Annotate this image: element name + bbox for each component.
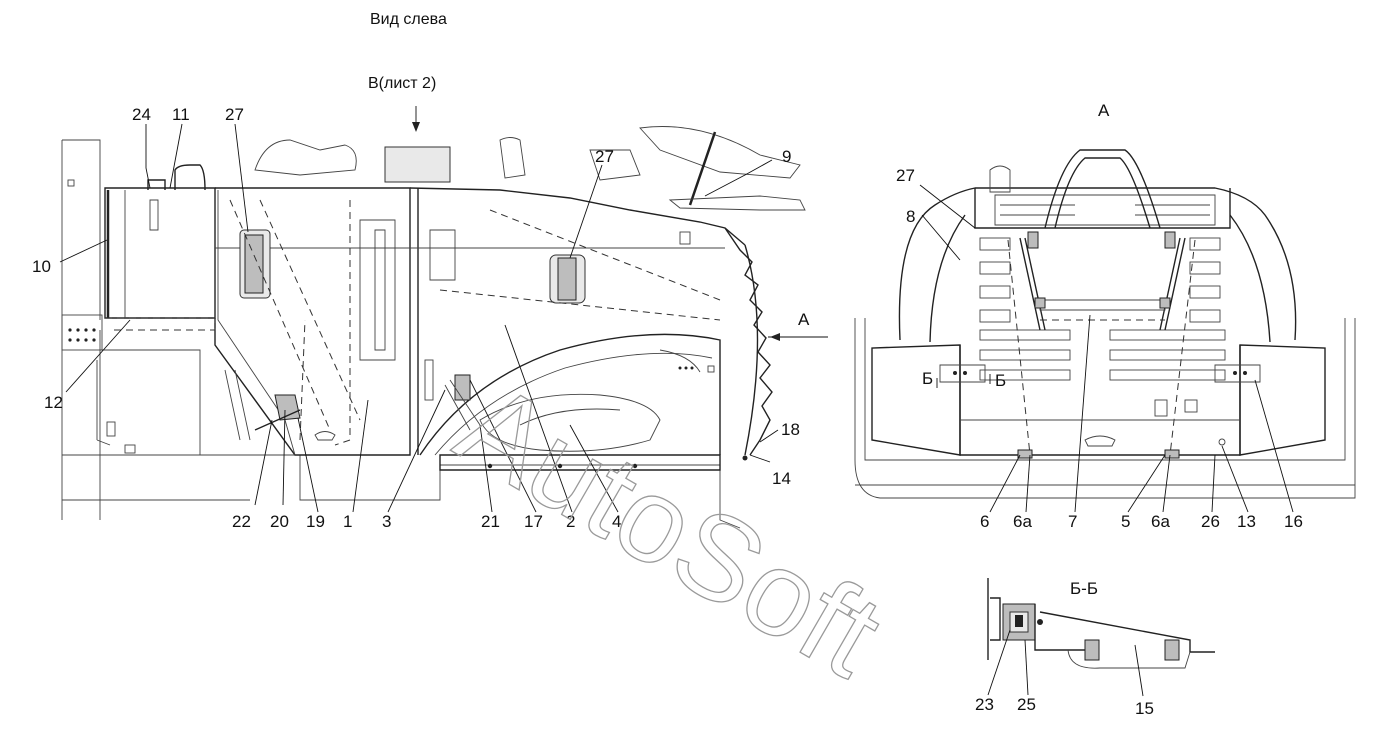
callout-4: 4	[612, 512, 621, 531]
callout-23: 23	[975, 695, 994, 714]
callout-a-5: 5	[1121, 512, 1130, 531]
view-a-arrow	[768, 333, 828, 341]
callout-21: 21	[481, 512, 500, 531]
callout-9: 9	[782, 147, 791, 166]
callout-a-7: 7	[1068, 512, 1077, 531]
section-bb-callouts: 23 25 15	[975, 695, 1154, 718]
left-view-cab	[61, 126, 806, 529]
view-a-title: А	[1098, 101, 1110, 120]
left-view-callouts: 24 11 27 27 9 10 12 18 14 22 20 19 1 3 2…	[32, 105, 800, 531]
view-b-reference: В(лист 2)	[368, 75, 436, 92]
callout-a-6: 6	[980, 512, 989, 531]
callout-15: 15	[1135, 699, 1154, 718]
callout-a-26: 26	[1201, 512, 1220, 531]
callout-19: 19	[306, 512, 325, 531]
view-left-title: Вид слева	[370, 11, 447, 28]
callout-24: 24	[132, 105, 151, 124]
callout-a-8: 8	[906, 207, 915, 226]
arrow-a-label: А	[798, 310, 810, 329]
view-a-callouts: 27 8 6 6а 7 5 6а 26 13 16	[896, 166, 1303, 531]
callout-22: 22	[232, 512, 251, 531]
autosoft-watermark: AutoSoft	[437, 356, 903, 702]
callout-20: 20	[270, 512, 289, 531]
callout-1: 1	[343, 512, 352, 531]
callout-2: 2	[566, 512, 575, 531]
callout-27: 27	[225, 105, 244, 124]
view-a-drawing	[854, 149, 1356, 499]
callout-a-27: 27	[896, 166, 915, 185]
section-bb-title: Б-Б	[1070, 579, 1098, 598]
left-view-leaders	[59, 123, 779, 513]
callout-a-6a-right: 6а	[1151, 512, 1170, 531]
callout-18: 18	[781, 420, 800, 439]
callout-14: 14	[772, 469, 791, 488]
section-mark-left: Б	[922, 369, 933, 388]
section-mark-right: Б	[995, 371, 1006, 390]
callout-11: 11	[172, 105, 190, 124]
section-bb-leaders	[987, 629, 1144, 697]
callout-a-6a-left: 6а	[1013, 512, 1032, 531]
callout-25: 25	[1017, 695, 1036, 714]
callout-3: 3	[382, 512, 391, 531]
view-a-leaders	[919, 184, 1294, 513]
callout-12: 12	[44, 393, 63, 412]
callout-a-16: 16	[1284, 512, 1303, 531]
callout-17: 17	[524, 512, 543, 531]
view-b-arrow	[412, 106, 420, 132]
section-bb-drawing	[987, 578, 1215, 669]
callout-27-right: 27	[595, 147, 614, 166]
callout-10: 10	[32, 257, 51, 276]
section-mark-arrows	[936, 374, 991, 388]
callout-a-13: 13	[1237, 512, 1256, 531]
